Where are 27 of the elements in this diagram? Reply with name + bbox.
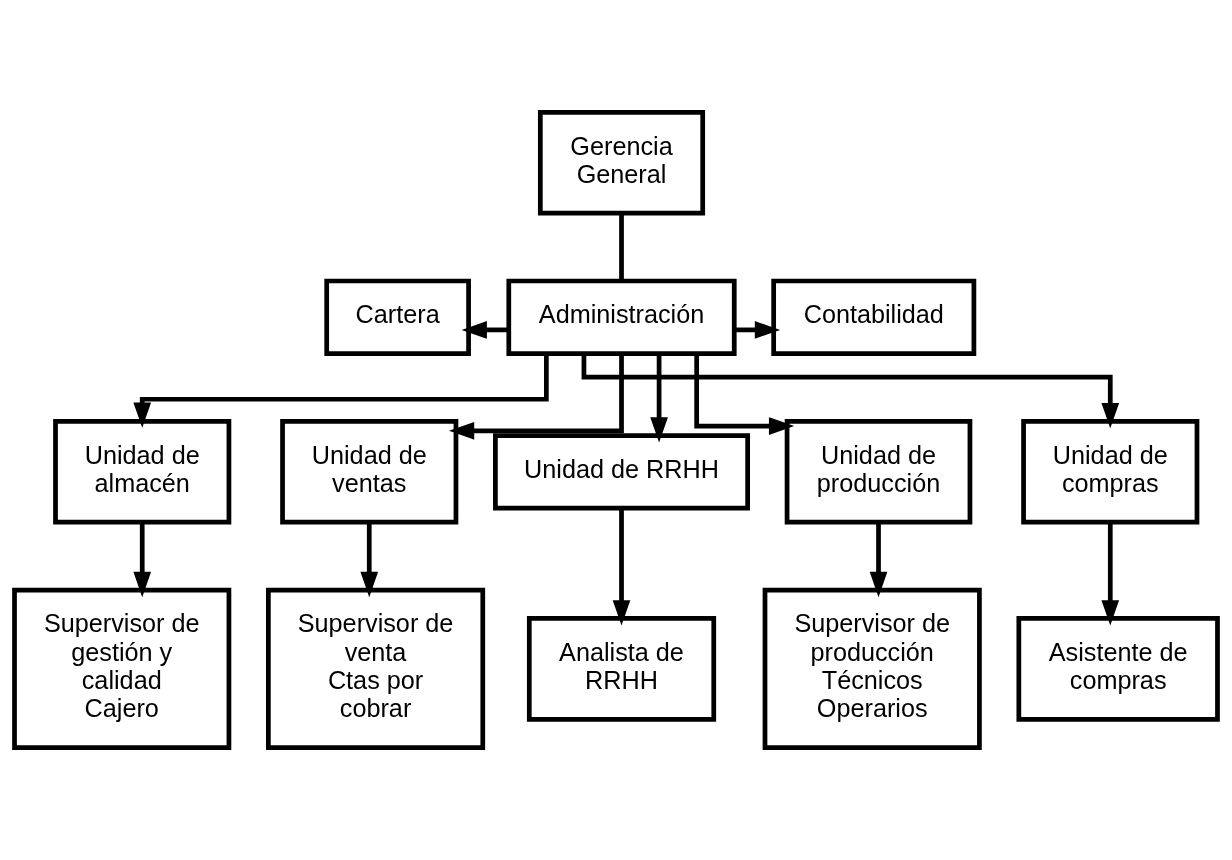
arrow [133, 353, 549, 428]
node-box: Supervisor de gestión y calidad Cajero [12, 587, 232, 751]
node-box: Unidad de almacén [53, 418, 232, 525]
arrow [650, 353, 668, 443]
arrow [581, 354, 1120, 429]
node-box: Administración [506, 278, 737, 356]
arrow [360, 522, 379, 598]
arrow [612, 508, 631, 626]
node-box: Supervisor de venta Ctas por cobrar [266, 587, 486, 751]
arrow [694, 354, 795, 435]
arrow [461, 321, 509, 339]
arrow [133, 522, 152, 598]
node-box: Unidad de RRHH [493, 433, 750, 511]
node-box: Analista de RRHH [526, 616, 717, 722]
arrow [869, 522, 888, 598]
node-box: Asistente de compras [1016, 616, 1220, 722]
node-box: Unidad de compras [1021, 418, 1200, 525]
arrow [448, 353, 624, 440]
node-box: Contabilidad [771, 278, 977, 356]
arrow [734, 321, 781, 339]
node-box: Unidad de producción [784, 418, 973, 525]
connector [619, 213, 624, 281]
node-box: Supervisor de producción Técnicos Operarios [762, 587, 982, 751]
node-box: Gerencia General [537, 109, 706, 216]
node-box: Unidad de ventas [280, 418, 459, 525]
arrow [1101, 522, 1120, 626]
node-box: Cartera [324, 278, 471, 356]
